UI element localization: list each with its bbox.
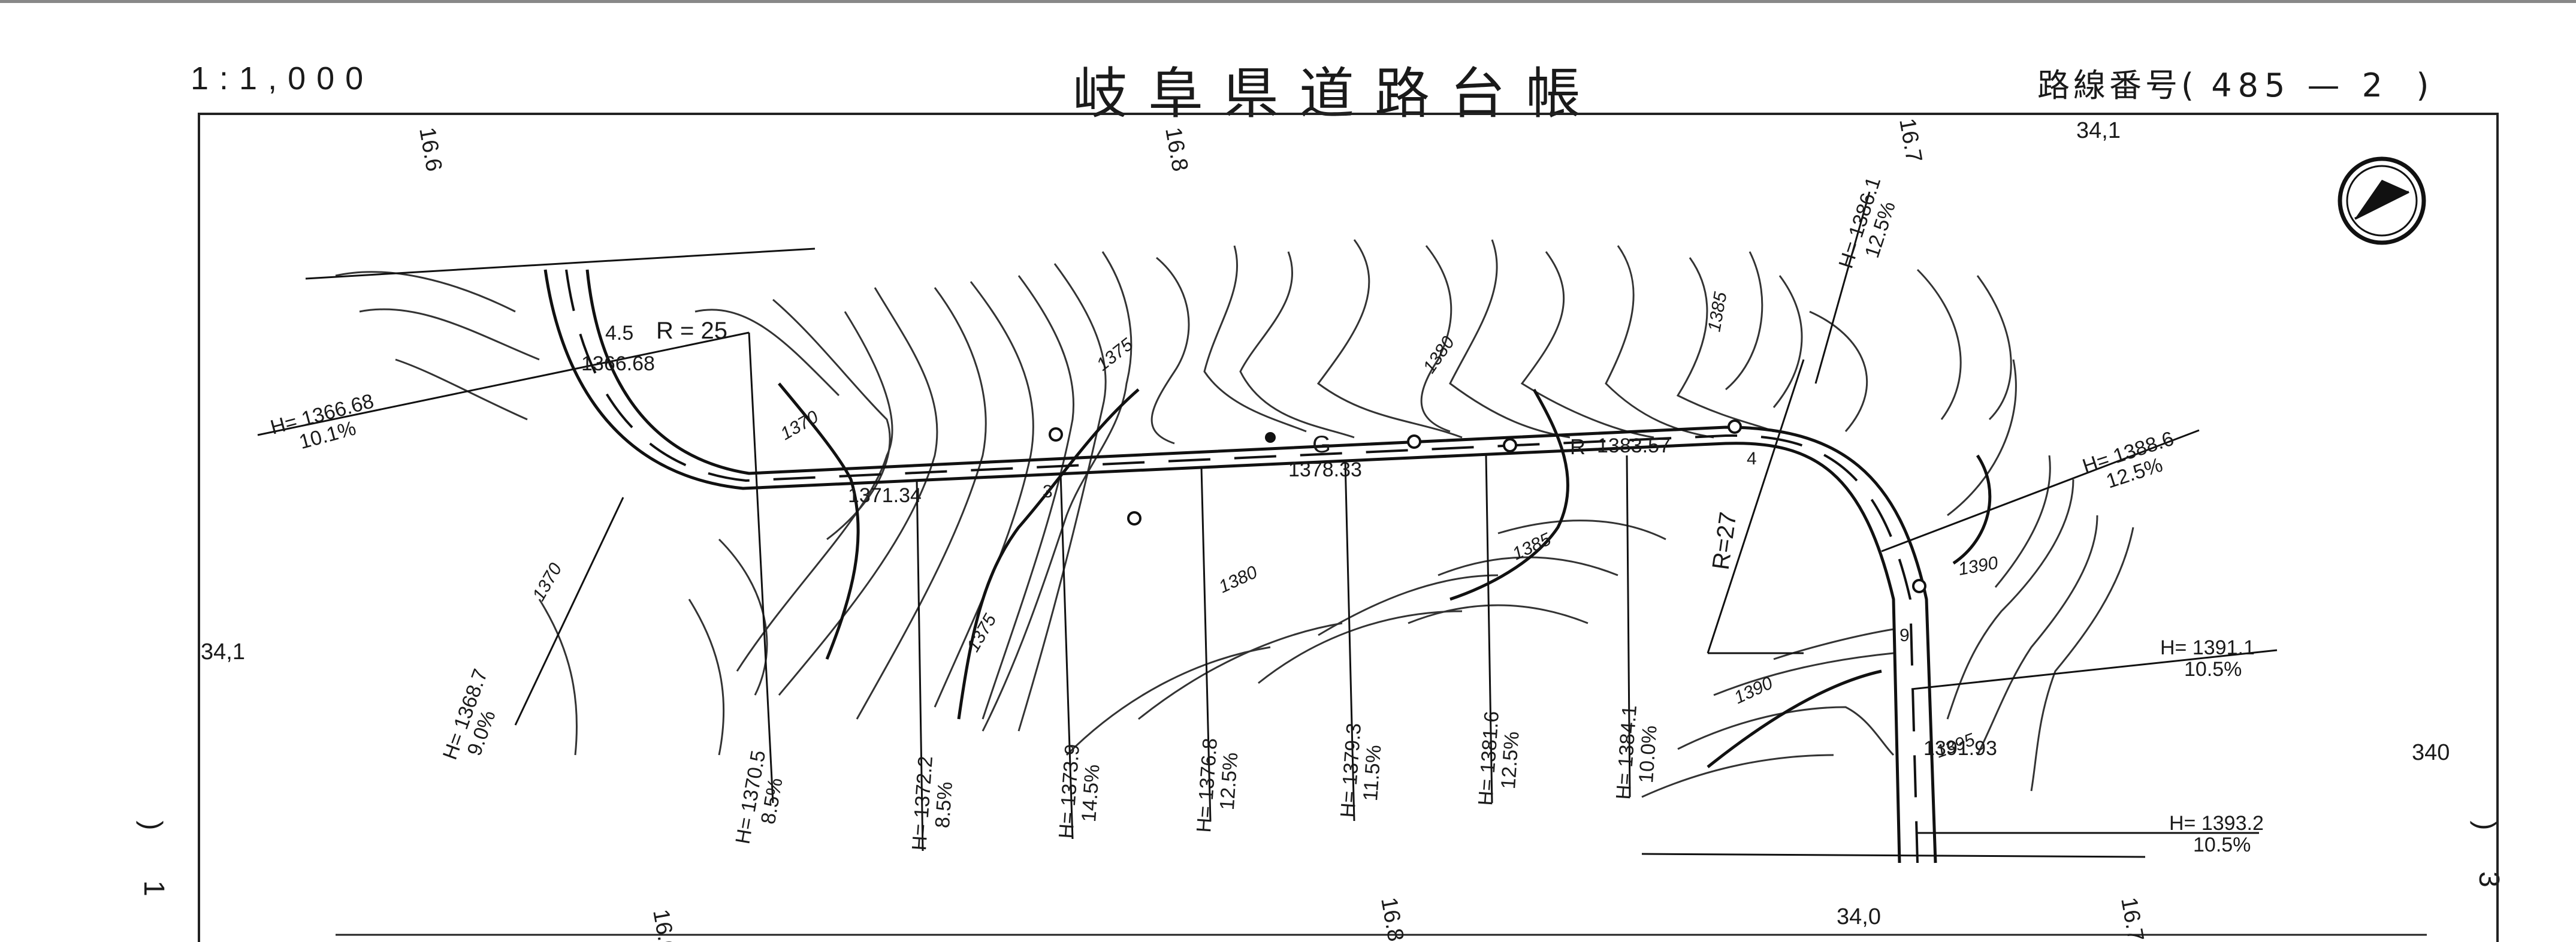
- gradient-label: H= 1391.1 10.5%: [2160, 636, 2255, 681]
- curve-radius-left: R = 25: [656, 318, 727, 344]
- svg-text:11.5%: 11.5%: [1359, 744, 1385, 802]
- gradient-label: H= 1373.9 14.5%: [1055, 743, 1104, 839]
- gradient-label: H= 1376.8 12.5%: [1192, 737, 1243, 833]
- road-centerline: [565, 269, 1919, 864]
- road-point-label-2: 1371.34: [848, 484, 922, 507]
- index-contours: [778, 382, 1992, 768]
- gradient-label: H= 1381.6 12.5%: [1474, 710, 1524, 806]
- svg-text:10.5%: 10.5%: [2184, 658, 2242, 681]
- route-close-paren: ): [2388, 67, 2433, 104]
- contour-label: 1385: [1704, 290, 1731, 333]
- svg-text:10.5%: 10.5%: [2193, 834, 2251, 856]
- page-title: 岐阜県道路台帳: [1073, 62, 1602, 126]
- contour-label: 1380: [1216, 562, 1261, 597]
- road-marker-3: 3: [1043, 482, 1053, 502]
- svg-text:12.5%: 12.5%: [1497, 730, 1524, 790]
- sheet-ref-top-far-right: 34,1: [2076, 118, 2121, 143]
- top-border-line: [0, 0, 2576, 3]
- sheet-ref-top-mid: 16.8: [1160, 125, 1192, 173]
- property-lines: [257, 191, 2278, 858]
- svg-text:H= 1391.1: H= 1391.1: [2160, 636, 2255, 659]
- road-width-label: 4.5: [605, 322, 633, 345]
- contour-label: 1380: [1420, 333, 1458, 377]
- sheet-ref-bottom-mid-right: 34,0: [1837, 904, 1881, 929]
- contour-label: 1375: [963, 611, 1000, 656]
- svg-text:8.5%: 8.5%: [931, 781, 957, 829]
- road-point-label-3: 1378.33: [1288, 458, 1362, 481]
- road-point-label-5: 1391.93: [1923, 737, 1997, 760]
- map-frame: [198, 113, 2499, 942]
- road-marker-4: 4: [1747, 449, 1757, 469]
- sheet-ref-left: 34,1: [201, 639, 245, 665]
- gradient-label: H= 1393.2 10.5%: [2169, 812, 2264, 856]
- route-open-paren: (: [2181, 67, 2212, 104]
- contour-label: 1370: [529, 560, 566, 605]
- route-label: 路線番号: [2037, 67, 2181, 104]
- svg-text:H= 1393.2: H= 1393.2: [2169, 812, 2264, 835]
- gradient-label: H= 1386.1 12.5%: [1834, 174, 1899, 271]
- road-marker-9: 9: [1899, 626, 1910, 645]
- gradient-label: H= 1379.3 11.5%: [1336, 722, 1385, 818]
- sheet-ref-top-right: 16.7: [1894, 116, 1926, 164]
- map-scale: 1:1,000: [191, 61, 375, 96]
- contour-label: 1390: [1731, 673, 1776, 708]
- road-markers: [1049, 419, 1926, 593]
- route-number: 485 — 2: [2211, 67, 2388, 104]
- north-arrow-icon: [2338, 156, 2426, 245]
- gradient-label: H= 1366.68 10.1%: [268, 390, 376, 454]
- gradient-label: H= 1384.1 10.0%: [1612, 704, 1662, 800]
- route-number-label: 路線番号( 485 — 2 ): [2037, 59, 2432, 106]
- svg-text:12.5%: 12.5%: [1216, 751, 1243, 811]
- gradient-label: H= 1388.6 12.5%: [2080, 427, 2177, 493]
- station-lines: [514, 455, 1631, 852]
- sheet-ref-bottom-left: 16.6: [648, 907, 680, 942]
- contour-label: 1370: [777, 407, 822, 444]
- survey-point: [1265, 432, 1276, 443]
- road-edges: [543, 269, 1937, 864]
- svg-text:14.5%: 14.5%: [1077, 763, 1104, 823]
- road-point-label-1: 1366.68: [581, 352, 655, 375]
- sheet-ref-right: 340: [2412, 740, 2450, 765]
- svg-text:10.0%: 10.0%: [1635, 724, 1662, 784]
- road-marker-g: G: [1312, 431, 1331, 458]
- gradient-label: H= 1368.7 9.0%: [439, 666, 500, 762]
- sheet-ref-top-left: 16.6: [414, 125, 446, 173]
- road-point-label-4: 1383.57: [1597, 434, 1671, 457]
- road-marker-r: R: [1570, 434, 1586, 459]
- gradient-label: H= 1372.2 8.5%: [908, 755, 957, 851]
- gradient-label: H= 1370.5 8.5%: [731, 748, 787, 846]
